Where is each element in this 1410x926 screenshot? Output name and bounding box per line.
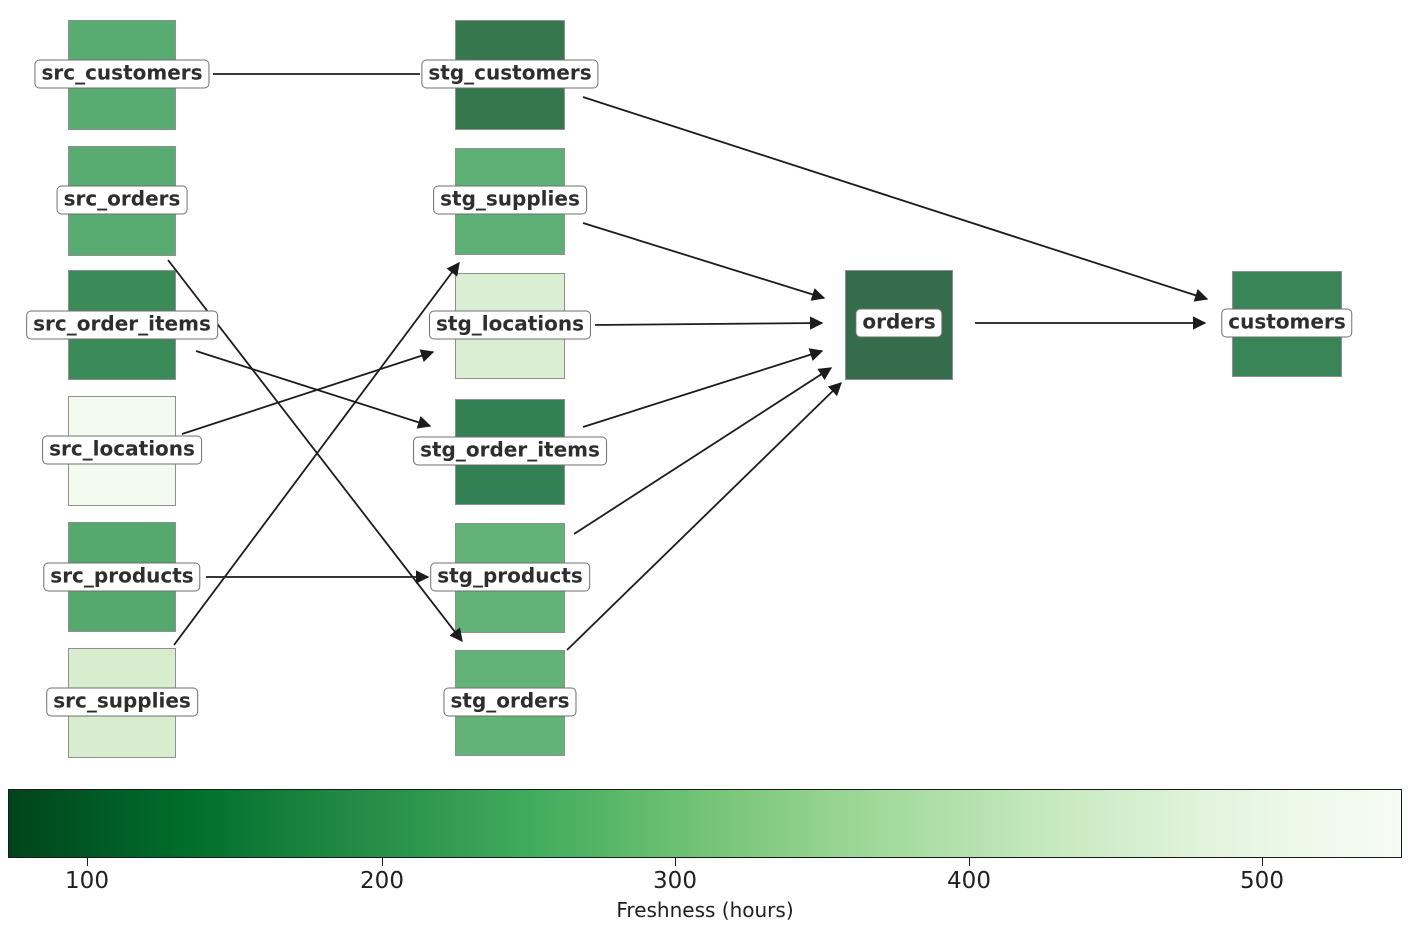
edge-src_order_items-to-stg_order_items	[195, 350, 432, 429]
edge-stg_orders-to-orders	[566, 382, 842, 651]
edge-stg_order_items-to-orders	[582, 348, 824, 428]
edge-stg_locations-to-orders	[594, 316, 824, 330]
edge-stg_products-to-orders	[573, 367, 833, 535]
edge-src_supplies-to-stg_supplies	[173, 261, 460, 646]
edge-stg_customers-to-customers	[582, 96, 1209, 302]
edge-stg_supplies-to-orders	[582, 222, 826, 301]
edge-src_locations-to-stg_locations	[181, 349, 435, 435]
